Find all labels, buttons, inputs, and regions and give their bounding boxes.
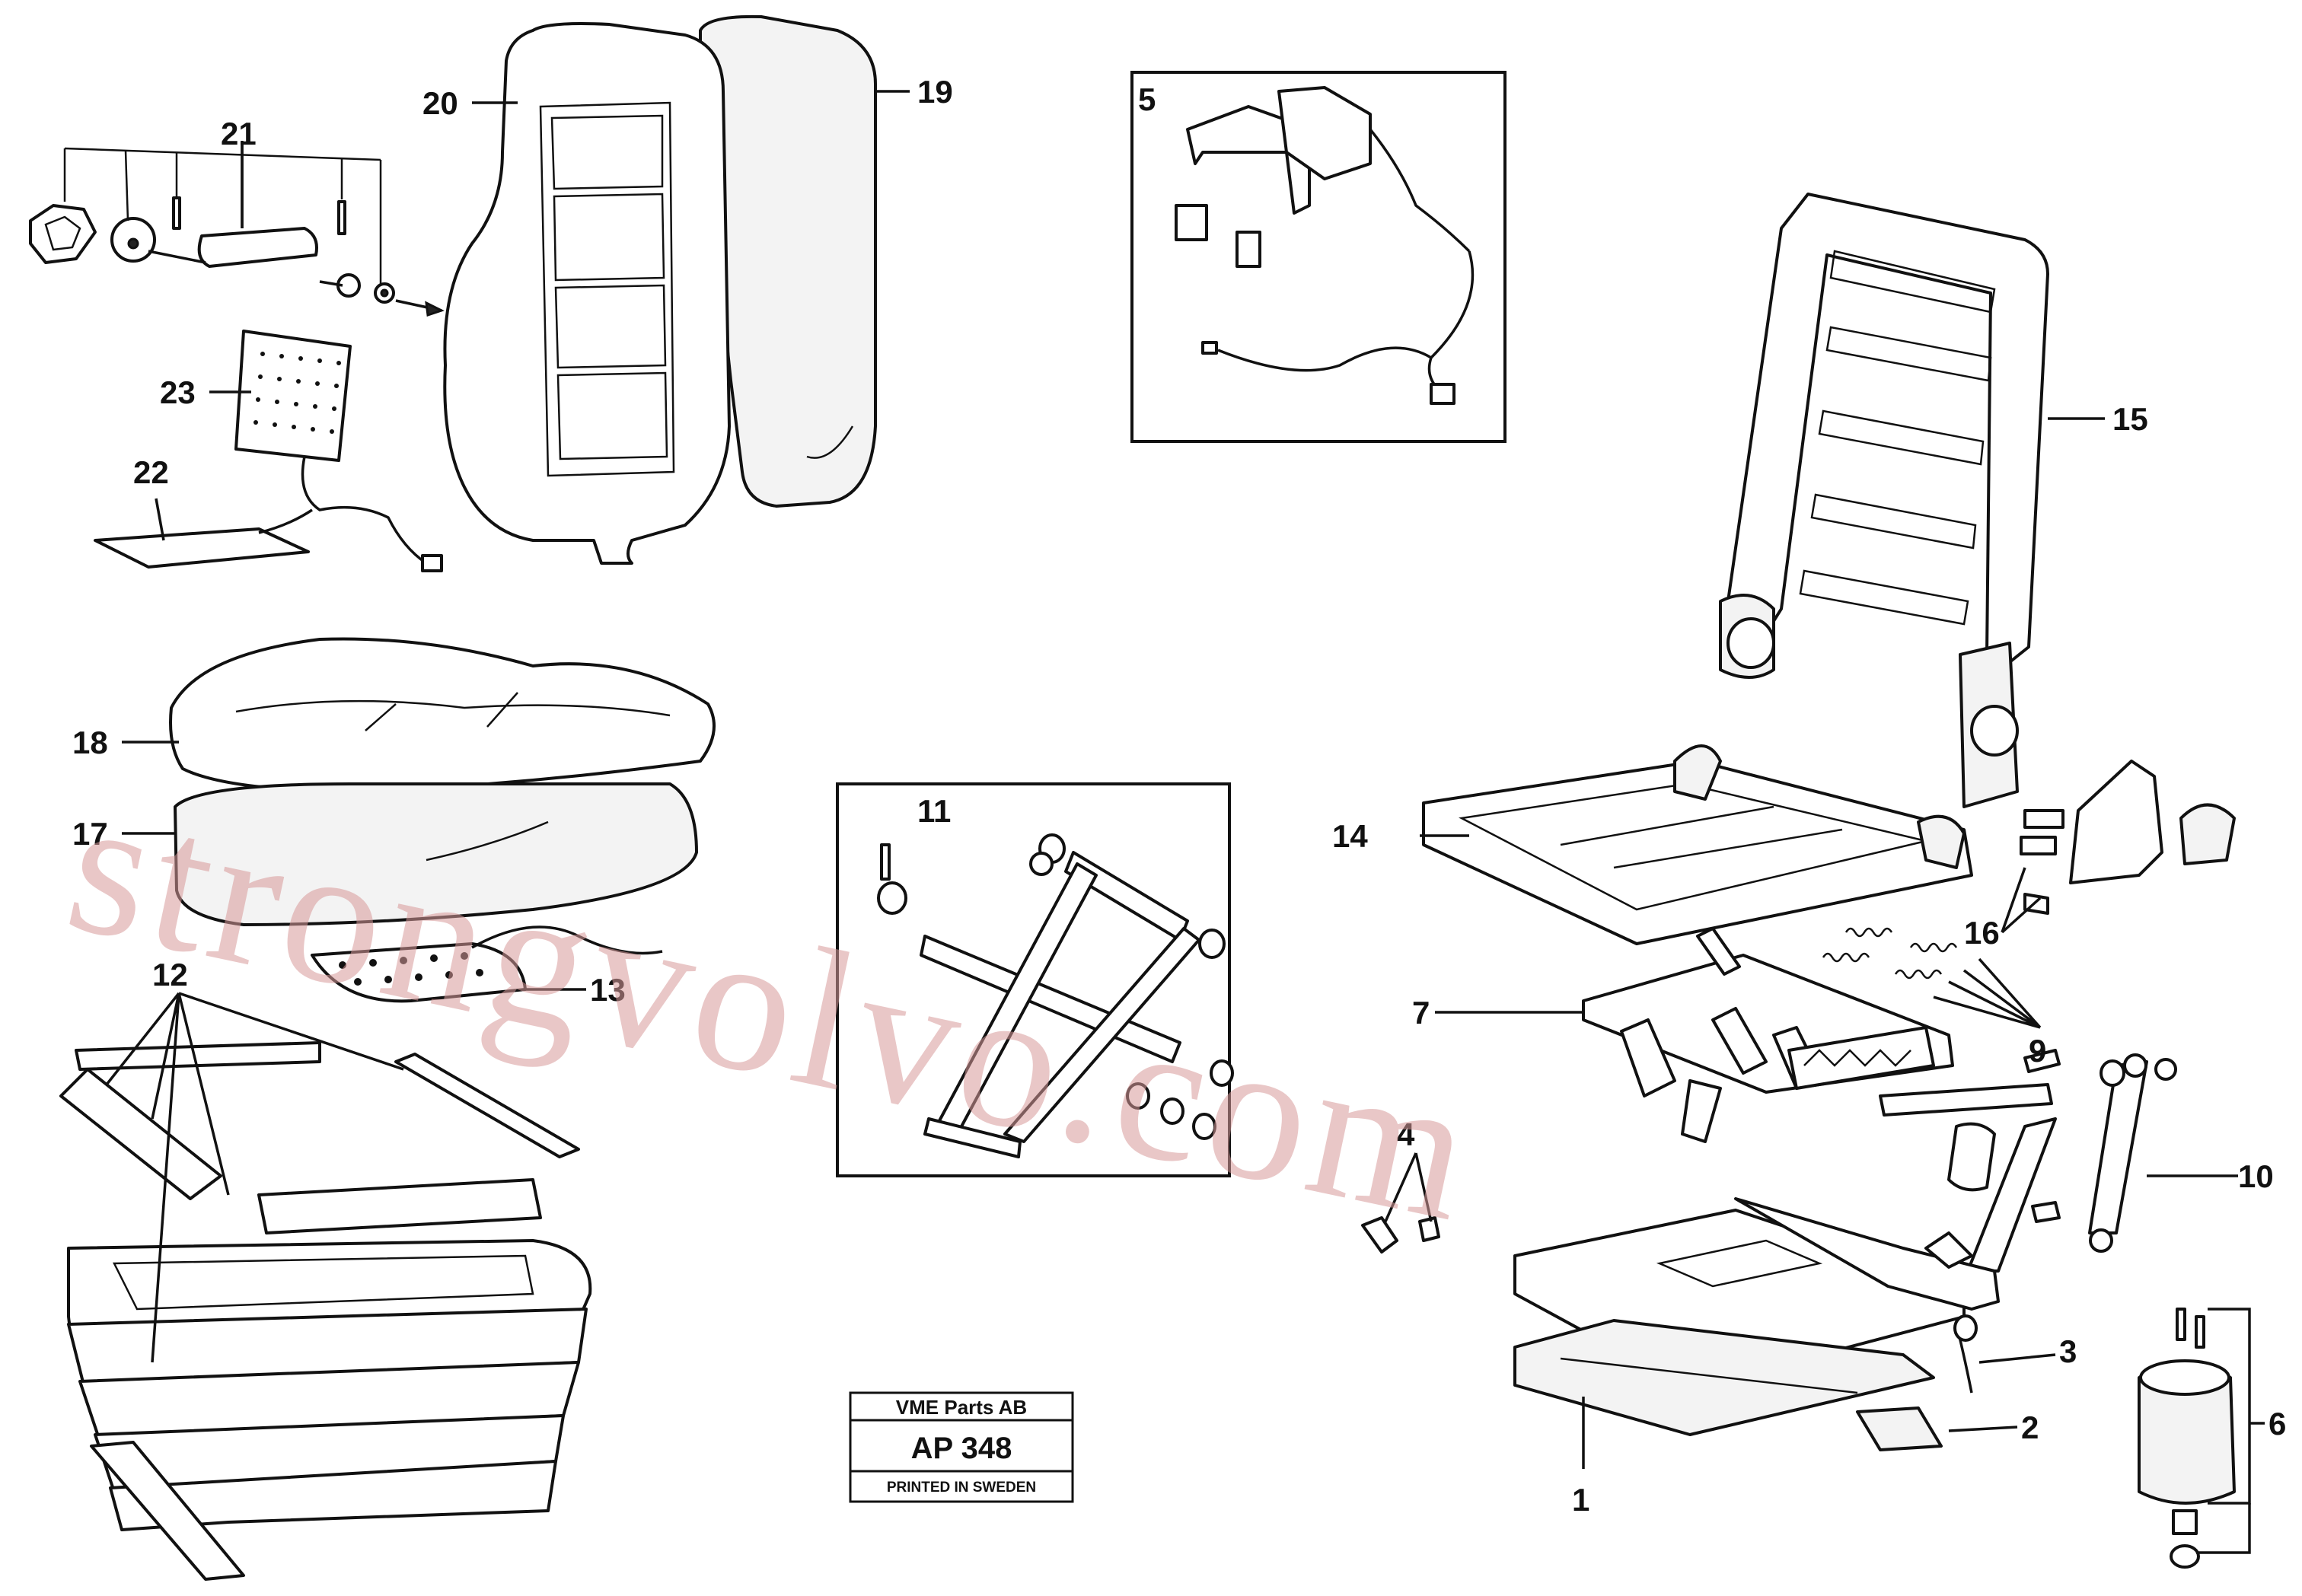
air-spring[interactable] <box>2138 1308 2236 1569</box>
seat-cushion-top[interactable] <box>169 637 716 793</box>
title-block-printed: PRINTED IN SWEDEN <box>887 1480 1036 1496</box>
callout-15: 15 <box>2112 401 2148 437</box>
seat-frame[interactable] <box>1422 744 1973 945</box>
suspension-base[interactable] <box>1513 1197 2000 1451</box>
callout-3: 3 <box>2059 1333 2077 1369</box>
tension-springs[interactable] <box>1822 927 1958 980</box>
seat-back-cushion-rear[interactable] <box>699 14 877 508</box>
callout-14: 14 <box>1332 818 1368 854</box>
callout-16: 16 <box>1964 915 2000 951</box>
harness-box <box>1130 71 1507 443</box>
title-block-company: VME Parts AB <box>896 1396 1027 1419</box>
seat-cushion-bottom[interactable] <box>174 782 698 926</box>
callout-21: 21 <box>221 116 257 151</box>
title-block-code: AP 348 <box>911 1432 1012 1465</box>
headrest-adjuster-kit[interactable] <box>29 145 445 317</box>
watermark-text: strongvolvo.com <box>52 753 1494 1264</box>
watermark: strongvolvo.com <box>52 753 1494 1264</box>
callout-6: 6 <box>2269 1406 2286 1441</box>
callout-20: 20 <box>422 85 458 121</box>
callout-23: 23 <box>160 374 196 410</box>
callout-13: 13 <box>590 972 626 1008</box>
callout-7: 7 <box>1412 995 1430 1031</box>
scissor-linkage-box <box>836 782 1231 1177</box>
seat-heating-pad[interactable] <box>311 925 663 1003</box>
callout-5: 5 <box>1138 81 1156 117</box>
callout-18: 18 <box>72 725 108 760</box>
heating-pad-back[interactable] <box>234 330 443 572</box>
callout-17: 17 <box>72 816 108 852</box>
callout-12: 12 <box>152 957 188 992</box>
callout-4: 4 <box>1397 1117 1415 1152</box>
suspension-bellows[interactable] <box>67 1239 592 1581</box>
callout-9: 9 <box>2029 1033 2046 1069</box>
seat-back-cushion-front[interactable] <box>443 22 731 565</box>
title-block: VME Parts AB AP 348 PRINTED IN SWEDEN <box>849 1391 1074 1503</box>
callout-10: 10 <box>2238 1158 2274 1194</box>
callout-1: 1 <box>1572 1482 1589 1518</box>
callout-19: 19 <box>917 74 953 110</box>
callout-22: 22 <box>133 454 169 490</box>
seat-back-frame[interactable] <box>1719 193 2049 808</box>
scissor-linkage[interactable] <box>877 833 1234 1158</box>
leader-lines <box>105 90 2265 1554</box>
callout-2: 2 <box>2021 1410 2039 1445</box>
callout-labels: 20 19 21 23 22 5 15 18 17 11 14 16 12 13… <box>72 74 2286 1518</box>
wiring-harness[interactable] <box>1175 86 1475 405</box>
callout-11: 11 <box>917 793 951 829</box>
heating-pad-seat[interactable] <box>94 508 313 569</box>
shock-absorber-kit[interactable] <box>1879 1049 2177 1273</box>
mounting-brackets[interactable] <box>59 1041 580 1234</box>
side-covers[interactable] <box>2020 760 2236 915</box>
slide-mechanism[interactable] <box>1582 927 1954 1143</box>
